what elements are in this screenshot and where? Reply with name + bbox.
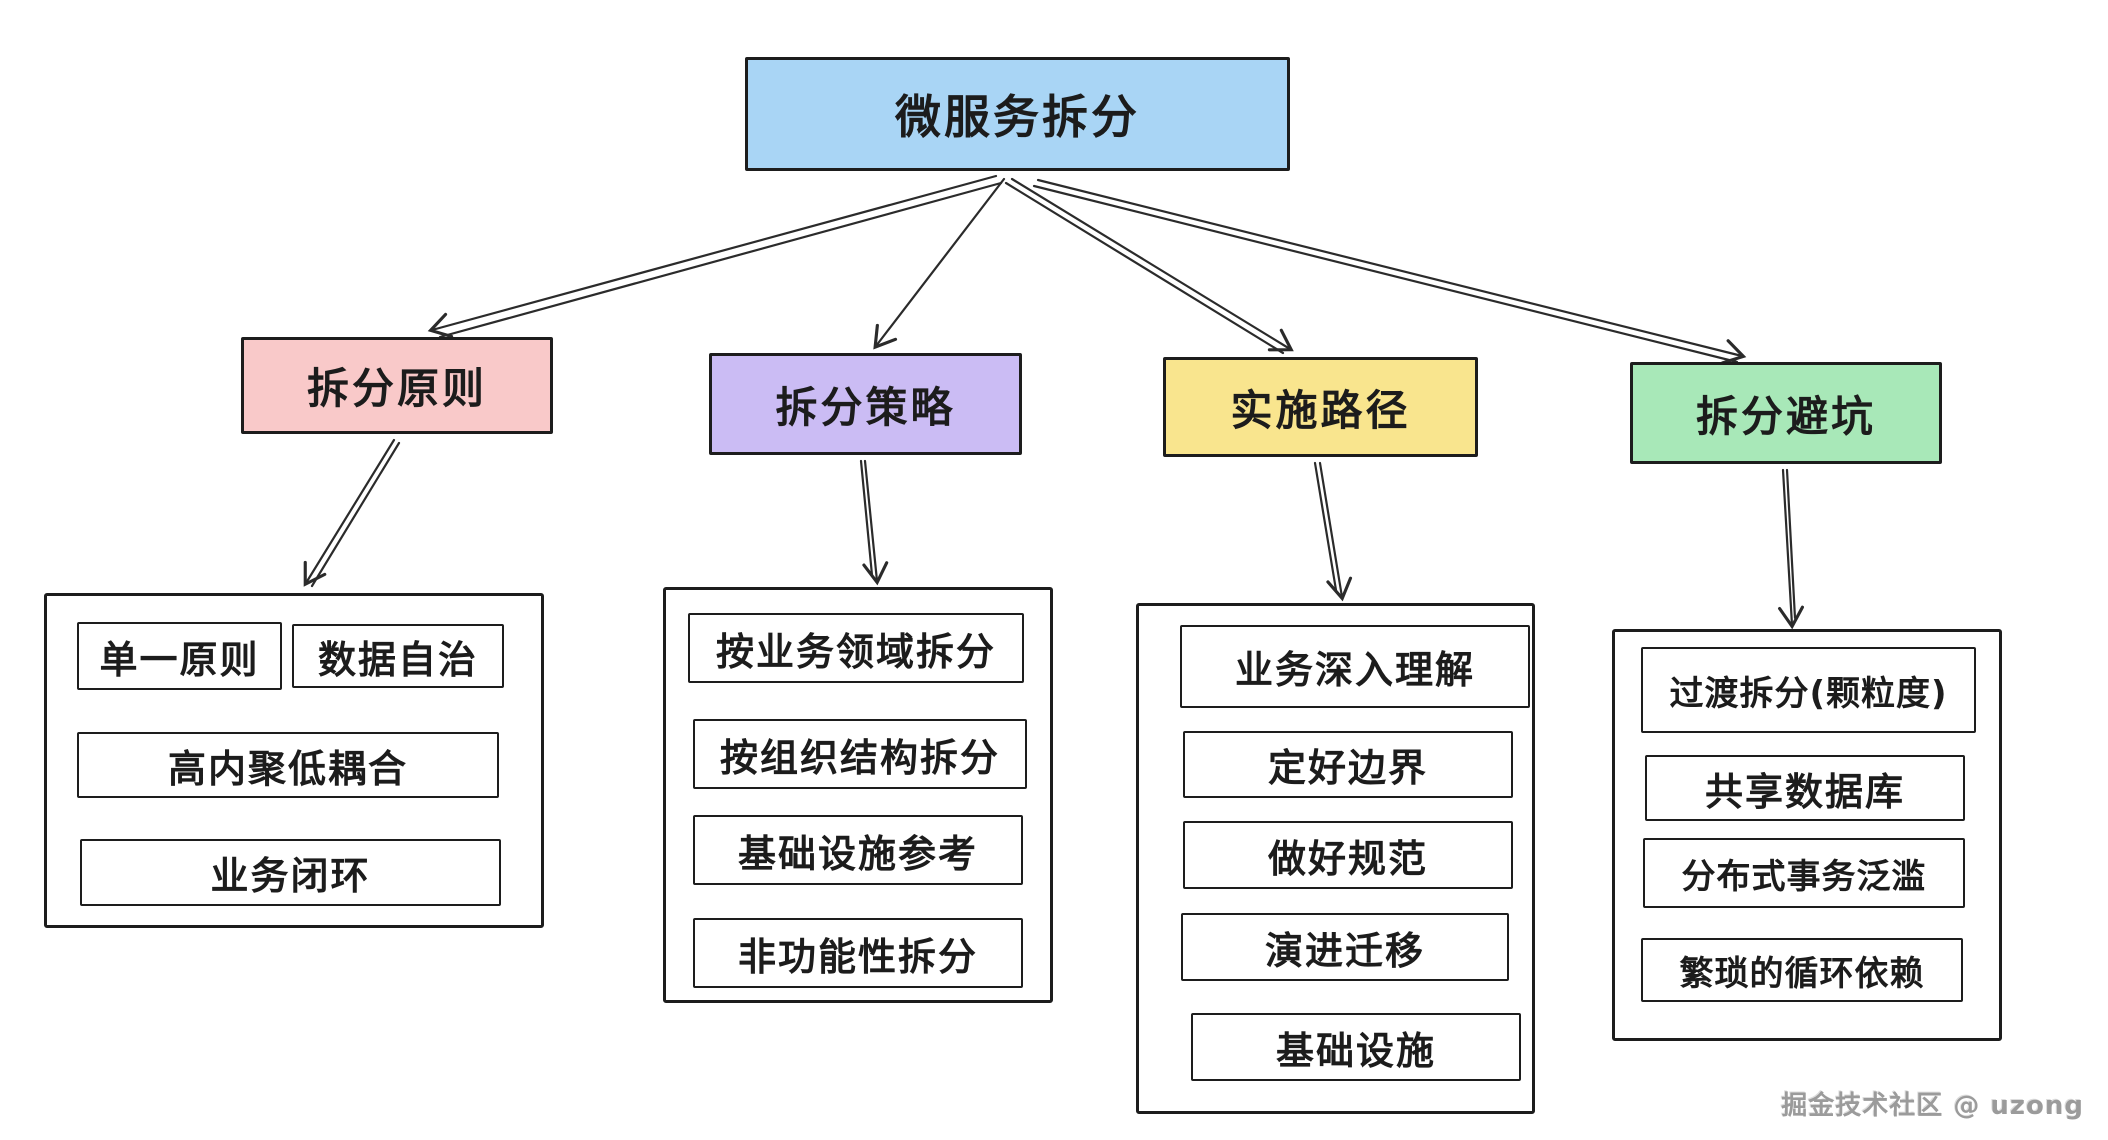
branch-split-principles: 拆分原则 [241,337,553,434]
arrow-root-to-pitfalls-double [1032,184,1739,364]
arrow-root-to-strategies [873,177,1006,350]
group-split-strategies: 按业务领域拆分 按组织结构拆分 基础设施参考 非功能性拆分 [663,587,1053,1003]
leaf-node: 数据自治 [292,624,504,688]
arrow-root-to-principles-double [438,181,1003,339]
group-split-pitfalls: 过渡拆分(颗粒度) 共享数据库 分布式事务泛滥 繁琐的循环依赖 [1612,629,2002,1041]
leaf-node: 共享数据库 [1645,755,1965,821]
branch-split-pitfalls: 拆分避坑 [1630,362,1942,464]
arrow-pitfalls-to-group-double [1785,468,1797,620]
leaf-node: 非功能性拆分 [693,918,1023,988]
arrow-principles-to-group [303,438,396,587]
arrow-path-to-group [1318,461,1353,602]
arrow-strategies-to-group [862,459,889,586]
leaf-node: 过渡拆分(颗粒度) [1641,647,1976,733]
leaf-node: 分布式事务泛滥 [1643,838,1965,908]
group-implementation-path: 业务深入理解 定好边界 做好规范 演进迁移 基础设施 [1136,603,1535,1114]
arrow-strategies-to-group-double [859,459,874,577]
leaf-node: 基础设施 [1191,1013,1521,1081]
group-split-principles: 单一原则 数据自治 高内聚低耦合 业务闭环 [44,593,544,928]
arrow-path-to-group-double [1313,461,1338,592]
leaf-node: 基础设施参考 [693,815,1023,885]
arrow-principles-to-group-double [310,441,401,588]
root-node-microservice-split: 微服务拆分 [745,57,1290,171]
leaf-node: 做好规范 [1183,821,1513,889]
arrow-root-to-path [1010,177,1294,352]
leaf-node: 业务闭环 [80,839,501,906]
arrow-root-to-path-double [1004,181,1285,355]
branch-split-strategies: 拆分策略 [709,353,1022,455]
arrow-root-to-principles [427,174,998,339]
leaf-node: 业务深入理解 [1180,625,1530,708]
leaf-node: 单一原则 [77,622,282,690]
leaf-node: 演进迁移 [1181,913,1509,981]
arrow-pitfalls-to-group [1778,468,1804,630]
branch-implementation-path: 实施路径 [1163,357,1478,457]
arrow-root-to-pitfalls [1036,178,1747,365]
leaf-node: 按组织结构拆分 [693,719,1027,789]
leaf-node: 高内聚低耦合 [77,732,499,798]
leaf-node: 按业务领域拆分 [688,613,1024,683]
leaf-node: 定好边界 [1183,731,1513,798]
watermark-text: 掘金技术社区 @ uzong [1781,1091,2084,1121]
leaf-node: 繁琐的循环依赖 [1641,938,1963,1002]
